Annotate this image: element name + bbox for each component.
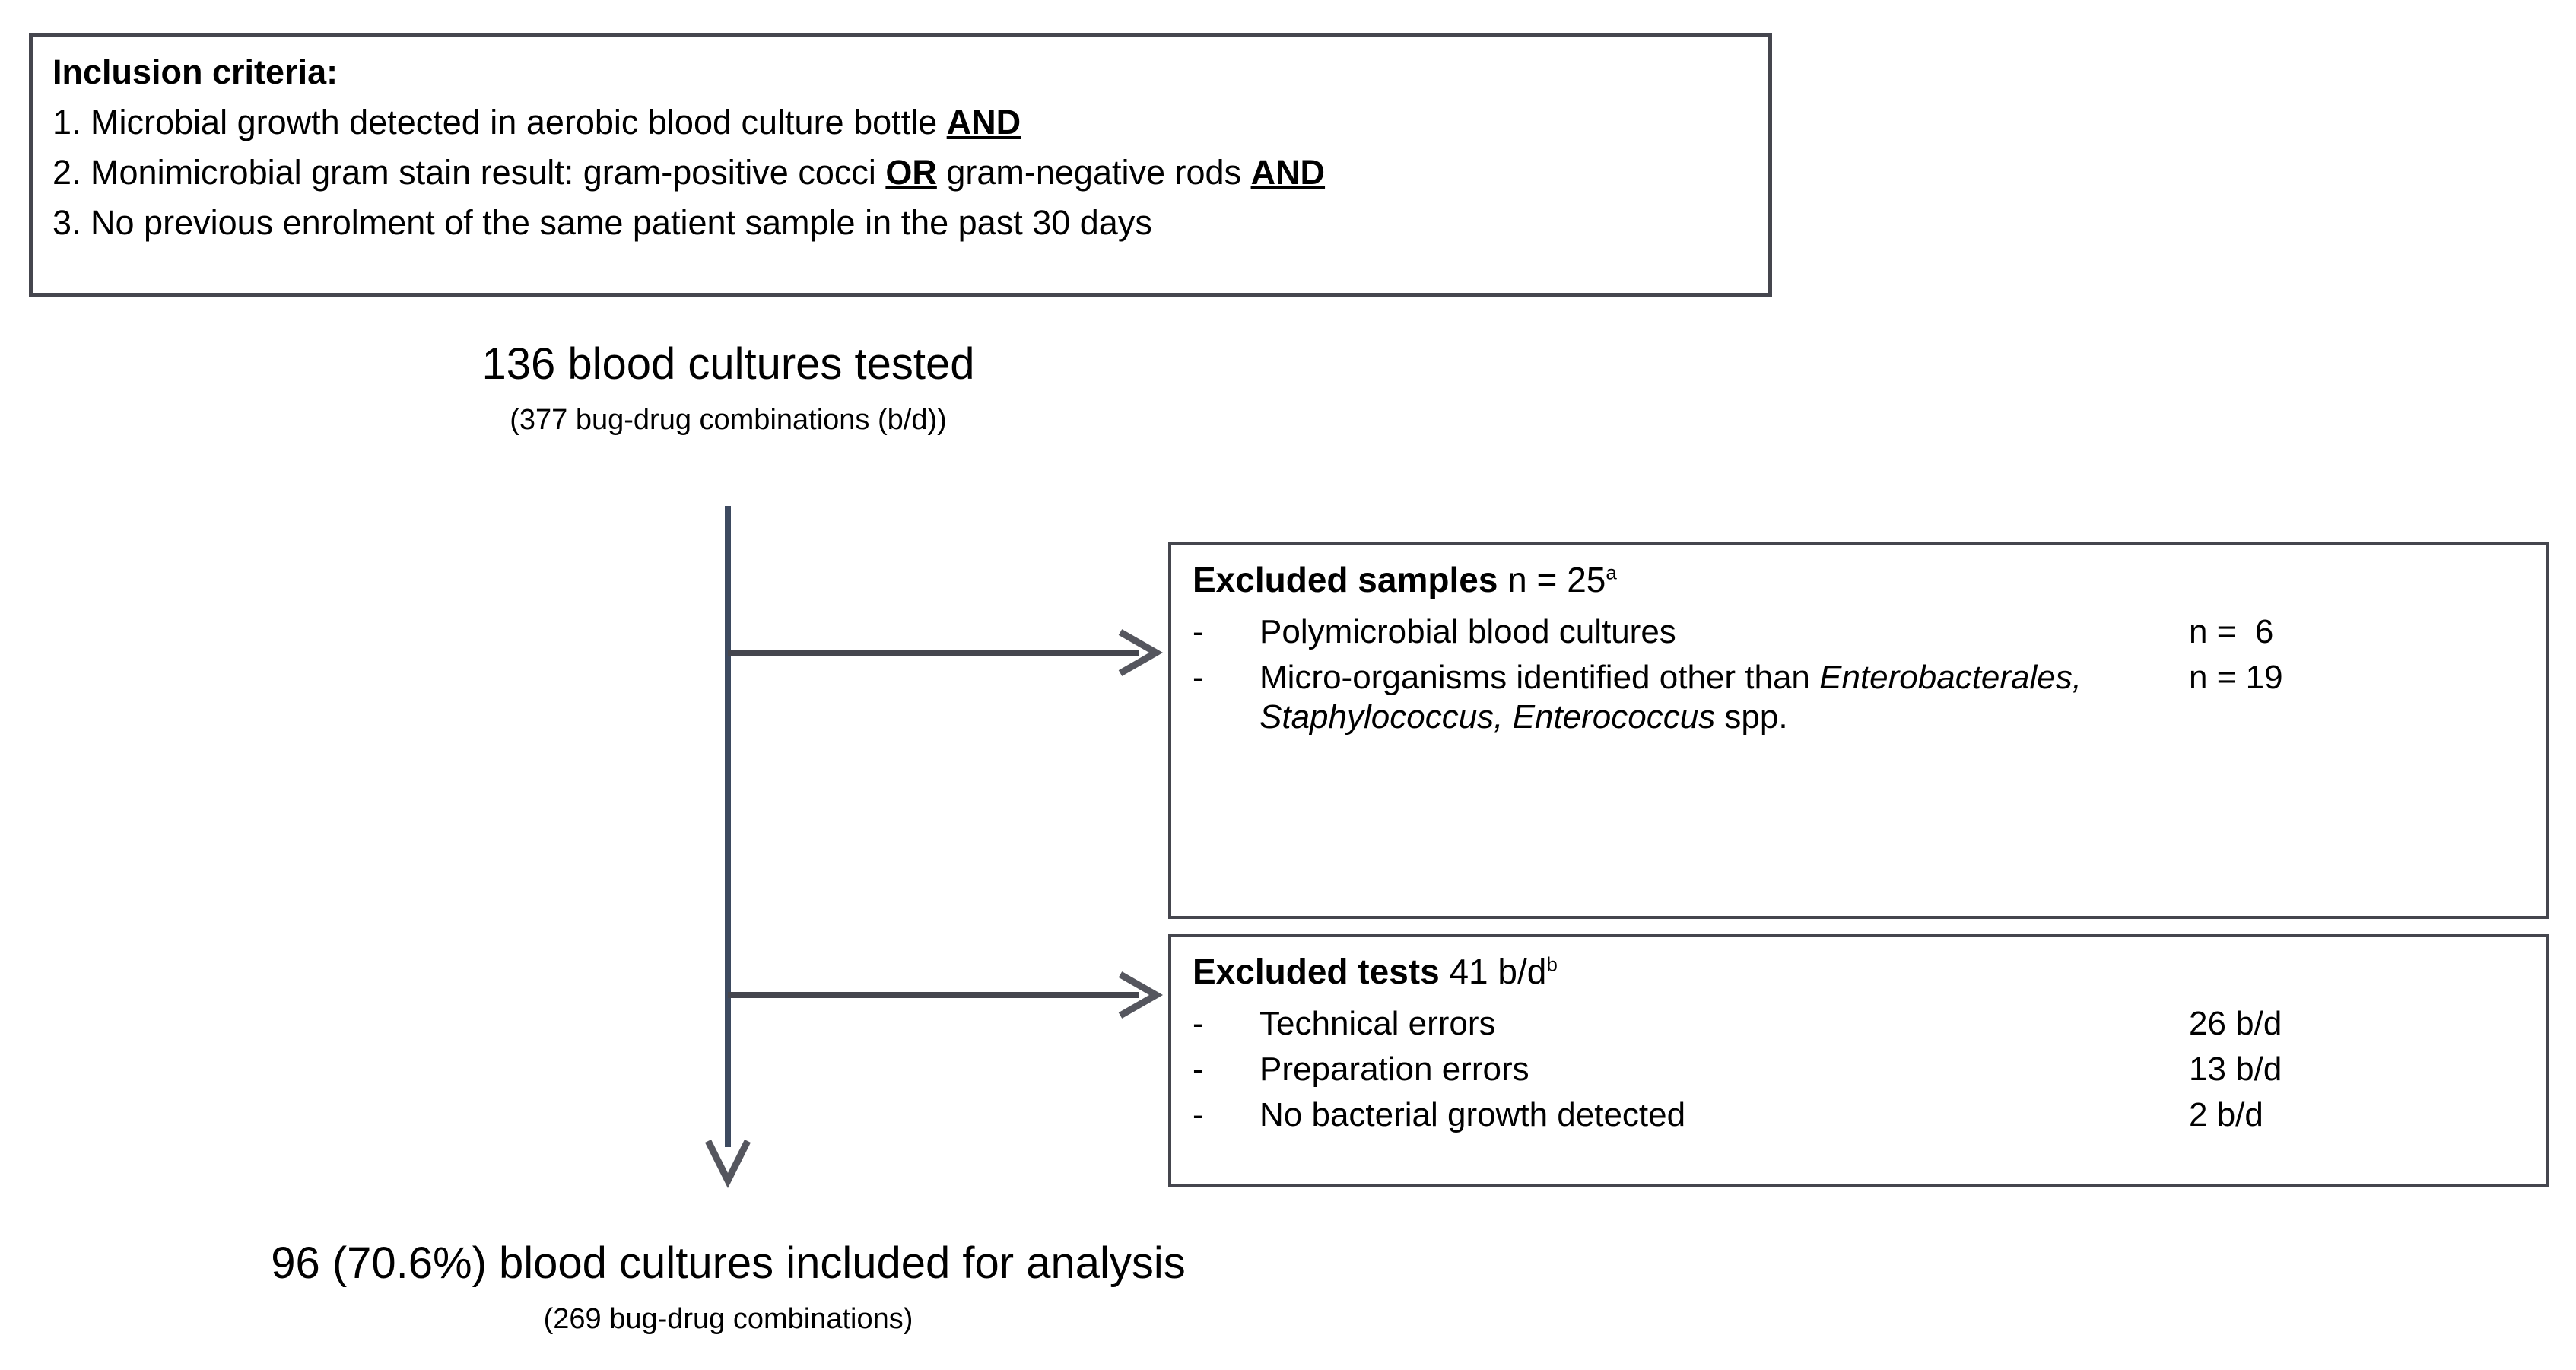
- branch-arrow-head-2: [1118, 971, 1164, 1019]
- excluded-tests-box: Excluded tests 41 b/db - Technical error…: [1168, 934, 2549, 1187]
- cultures-tested-sublabel: (377 bug-drug combinations (b/d)): [510, 404, 947, 436]
- inclusion-criteria-title: Inclusion criteria:: [52, 52, 338, 91]
- excluded-samples-row: - Micro-organisms identified other than …: [1193, 658, 2546, 737]
- excluded-tests-heading-count: 41 b/d: [1439, 952, 1547, 991]
- excluded-samples-row-count: n = 6: [2189, 613, 2274, 650]
- cultures-tested-label: 136 blood cultures tested: [481, 339, 975, 389]
- bullet-dash-icon: -: [1193, 1095, 1204, 1133]
- excluded-samples-footnote-marker: a: [1606, 561, 1617, 584]
- excluded-samples-row-count: n = 19: [2189, 658, 2283, 696]
- branch-arrow-head-1: [1118, 629, 1164, 676]
- excluded-tests-row-count: 13 b/d: [2189, 1050, 2282, 1088]
- cultures-included-sublabel: (269 bug-drug combinations): [543, 1303, 913, 1335]
- bullet-dash-icon: -: [1193, 1005, 1204, 1042]
- bullet-dash-icon: -: [1193, 1050, 1204, 1088]
- excluded-samples-row-text-italic: Enterobacterales, Staphylococcus, Entero…: [1259, 658, 2082, 736]
- inclusion-item-2-middle: gram-negative rods: [936, 153, 1251, 192]
- excluded-tests-row-text: Technical errors: [1259, 1005, 1496, 1042]
- excluded-tests-row-count: 2 b/d: [2189, 1095, 2263, 1133]
- inclusion-criteria-item-1: 1. Microbial growth detected in aerobic …: [52, 105, 1768, 139]
- inclusion-criteria-item-3: 3. No previous enrolment of the same pat…: [52, 205, 1768, 240]
- inclusion-item-2-emphasis-and: AND: [1250, 153, 1326, 192]
- excluded-samples-row-text-part2: spp.: [1715, 698, 1788, 736]
- excluded-tests-row: - Technical errors 26 b/d: [1193, 1004, 2546, 1044]
- bullet-dash-icon: -: [1193, 658, 1204, 696]
- inclusion-item-1-emphasis: AND: [946, 103, 1021, 141]
- excluded-samples-row: - Polymicrobial blood cultures n = 6: [1193, 612, 2546, 652]
- excluded-tests-row-count: 26 b/d: [2189, 1005, 2282, 1042]
- excluded-samples-heading-bold: Excluded samples: [1193, 560, 1498, 599]
- excluded-tests-heading-bold: Excluded tests: [1193, 952, 1440, 991]
- excluded-tests-footnote-marker: b: [1546, 952, 1558, 976]
- excluded-tests-heading: Excluded tests 41 b/db: [1193, 954, 2546, 989]
- excluded-samples-row-text-part1: Micro-organisms identified other than: [1259, 658, 1820, 696]
- inclusion-item-3-text: 3. No previous enrolment of the same pat…: [52, 203, 1152, 242]
- excluded-samples-row-text: Micro-organisms identified other than En…: [1259, 658, 2157, 737]
- inclusion-item-2-text: 2. Monimicrobial gram stain result: gram…: [52, 153, 886, 192]
- excluded-tests-row: - No bacterial growth detected 2 b/d: [1193, 1095, 2546, 1135]
- inclusion-item-2-emphasis-or: OR: [885, 153, 937, 192]
- excluded-samples-row-text: Polymicrobial blood cultures: [1259, 613, 1676, 650]
- inclusion-item-1-text: 1. Microbial growth detected in aerobic …: [52, 103, 947, 141]
- excluded-samples-box: Excluded samples n = 25a - Polymicrobial…: [1168, 542, 2549, 919]
- vertical-arrow-head: [704, 1139, 751, 1189]
- cultures-included-label: 96 (70.6%) blood cultures included for a…: [271, 1238, 1186, 1288]
- bullet-dash-icon: -: [1193, 613, 1204, 650]
- inclusion-criteria-box: Inclusion criteria: 1. Microbial growth …: [29, 33, 1772, 297]
- excluded-tests-row-text: No bacterial growth detected: [1259, 1095, 1686, 1133]
- excluded-tests-row: - Preparation errors 13 b/d: [1193, 1050, 2546, 1089]
- inclusion-criteria-item-2: 2. Monimicrobial gram stain result: gram…: [52, 155, 1768, 189]
- excluded-samples-heading-count: n = 25: [1498, 560, 1606, 599]
- excluded-tests-row-text: Preparation errors: [1259, 1050, 1529, 1088]
- excluded-samples-heading: Excluded samples n = 25a: [1193, 562, 2546, 597]
